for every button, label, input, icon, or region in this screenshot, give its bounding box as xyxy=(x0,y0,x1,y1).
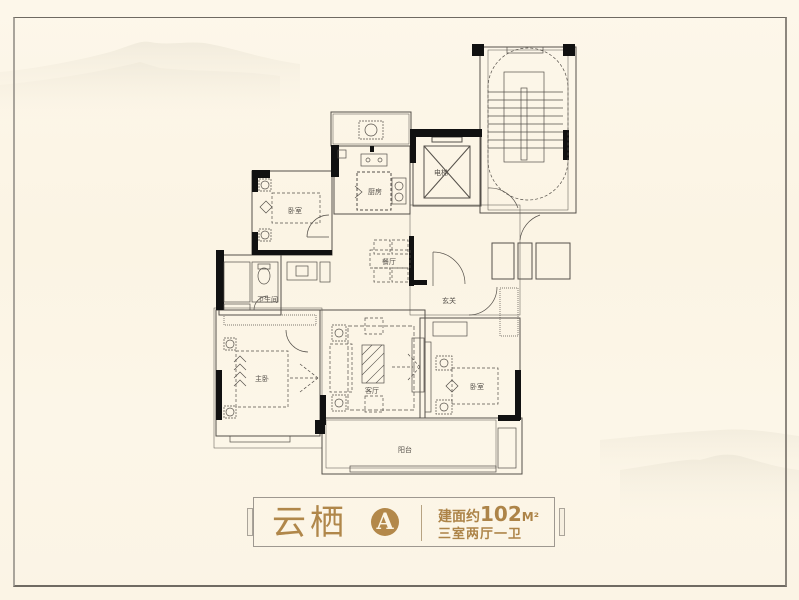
living-room-furniture: 客厅 xyxy=(329,317,425,413)
room-label-north-bedroom: 卧室 xyxy=(288,206,302,215)
room-label-elevator: 电梯 xyxy=(434,168,448,177)
unit-layout: 三室两厅一卫 xyxy=(438,527,523,542)
south-bedroom-furniture: 卧室 xyxy=(424,341,499,415)
structural-walls xyxy=(216,44,575,434)
area-value: 102 xyxy=(480,502,522,526)
room-label-balcony: 阳台 xyxy=(398,445,412,454)
entrance-area: 玄关 xyxy=(432,251,519,337)
title-tab-left xyxy=(247,508,253,536)
unit-area: 建面约102M² xyxy=(438,504,539,527)
dining-table: 餐厅 xyxy=(369,239,411,283)
unit-type-badge: A xyxy=(371,508,399,536)
staircase xyxy=(487,46,569,241)
room-label-kitchen: 厨房 xyxy=(368,187,382,196)
north-bedroom-furniture: 卧室 xyxy=(258,178,330,242)
page-frame xyxy=(13,17,787,587)
kitchen-fixtures: 厨房 xyxy=(337,120,407,211)
room-label-master-bedroom: 主卧 xyxy=(255,374,269,383)
room-label-south-bedroom: 卧室 xyxy=(470,382,484,391)
unit-name: 云栖 xyxy=(272,503,348,543)
master-bedroom-furniture: 主卧 xyxy=(223,314,320,443)
balcony: 阳台 xyxy=(349,427,517,473)
area-unit: M² xyxy=(521,510,539,524)
room-label-entrance: 玄关 xyxy=(442,296,456,305)
title-divider xyxy=(421,505,422,541)
area-label: 建面约 xyxy=(438,509,480,525)
room-label-living-room: 客厅 xyxy=(365,386,379,395)
title-tab-right xyxy=(559,508,565,536)
room-label-bathroom: 卫生间 xyxy=(257,295,278,304)
bathroom-fixtures: 卫生间 xyxy=(223,261,331,311)
room-label-dining: 餐厅 xyxy=(382,257,396,266)
title-box xyxy=(253,497,555,547)
